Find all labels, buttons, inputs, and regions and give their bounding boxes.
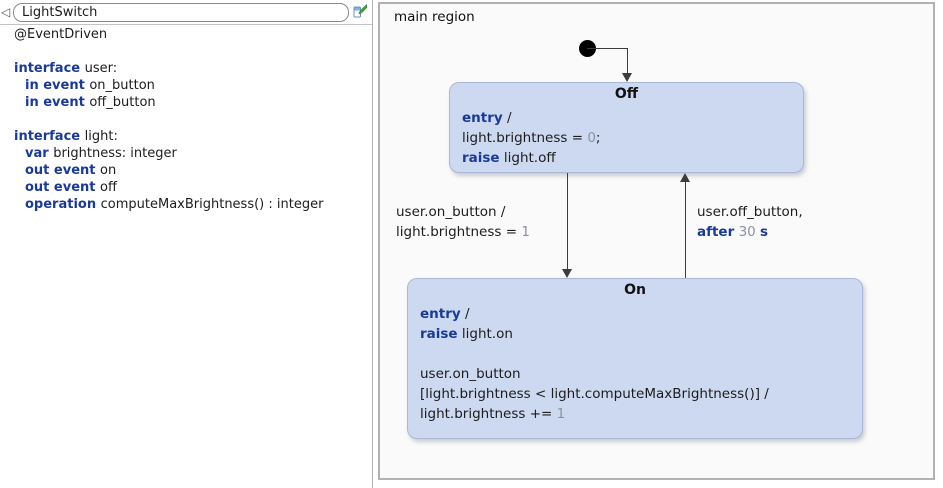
region-label: main region bbox=[394, 9, 475, 25]
code-line: out event off bbox=[25, 180, 117, 195]
state-on-line: [light.brightness < light.computeMaxBrig… bbox=[420, 386, 769, 402]
code-line: in event off_button bbox=[25, 95, 156, 110]
code-line: interface light: bbox=[14, 129, 118, 144]
state-on[interactable]: On entry / raise light.on user.on_button… bbox=[407, 278, 863, 439]
state-off-body: entry / light.brightness = 0; raise ligh… bbox=[462, 108, 797, 168]
transition-off-to-on-line[interactable] bbox=[566, 173, 568, 269]
main-region-canvas[interactable]: main region Off entry / light.brightness… bbox=[378, 2, 935, 480]
annotation-event-driven: @EventDriven bbox=[14, 27, 108, 42]
initial-transition-line[interactable] bbox=[626, 47, 628, 74]
state-off-line: raise light.off bbox=[462, 150, 556, 166]
edit-decoration-icon[interactable] bbox=[351, 3, 368, 20]
state-on-line: raise light.on bbox=[420, 326, 513, 342]
state-off-line: light.brightness = 0; bbox=[462, 130, 601, 146]
transition-label-line: user.off_button, bbox=[697, 204, 803, 220]
transition-label-line: light.brightness = 1 bbox=[396, 224, 530, 240]
definition-editor[interactable]: interface user: in event on_button in ev… bbox=[14, 60, 323, 213]
state-off-line: entry / bbox=[462, 110, 512, 126]
code-line: out event on bbox=[25, 163, 117, 178]
state-on-body: entry / raise light.on user.on_button [l… bbox=[420, 304, 856, 424]
transition-off-to-on-label[interactable]: user.on_button / light.brightness = 1 bbox=[396, 202, 530, 242]
code-line: interface user: bbox=[14, 61, 118, 76]
transition-label-line: user.on_button / bbox=[396, 204, 506, 220]
statechart-name-input[interactable] bbox=[13, 3, 349, 22]
transition-on-to-off-label[interactable]: user.off_button, after 30 s bbox=[697, 202, 803, 242]
state-on-line: light.brightness += 1 bbox=[420, 406, 566, 422]
arrowhead-down-icon bbox=[622, 73, 632, 82]
state-on-line: entry / bbox=[420, 306, 470, 322]
panel-divider bbox=[372, 0, 373, 488]
transition-label-line: after 30 s bbox=[697, 224, 769, 240]
code-line: in event on_button bbox=[25, 78, 155, 93]
code-line: var brightness: integer bbox=[25, 146, 177, 161]
state-on-title: On bbox=[624, 282, 646, 298]
arrowhead-up-icon bbox=[680, 173, 690, 182]
state-off-title: Off bbox=[614, 86, 639, 102]
header-separator bbox=[0, 24, 372, 25]
state-on-line bbox=[420, 344, 856, 364]
initial-transition-line[interactable] bbox=[587, 47, 628, 49]
transition-on-to-off-line[interactable] bbox=[684, 182, 686, 278]
arrowhead-down-icon bbox=[562, 269, 572, 278]
state-on-line: user.on_button bbox=[420, 366, 521, 382]
collapse-panel-icon[interactable]: ◁ bbox=[1, 5, 11, 19]
code-line: operation computeMaxBrightness() : integ… bbox=[25, 197, 324, 212]
code-line bbox=[14, 111, 323, 128]
definition-panel[interactable]: ◁ @EventDriven interface user: in event … bbox=[0, 0, 372, 488]
state-off[interactable]: Off entry / light.brightness = 0; raise … bbox=[449, 82, 804, 173]
